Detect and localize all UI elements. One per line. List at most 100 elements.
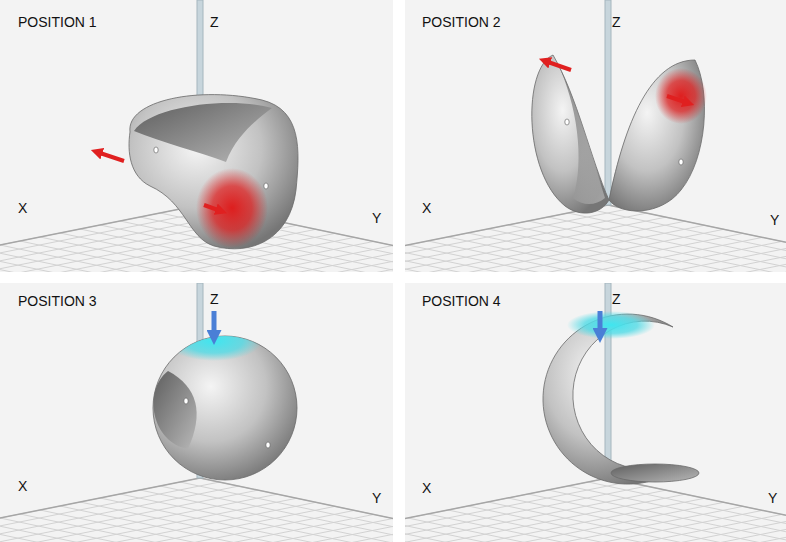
floor-grid-line bbox=[448, 510, 718, 542]
floor-grid-line bbox=[408, 518, 678, 542]
x-axis-line bbox=[0, 205, 200, 261]
motion-arrow bbox=[100, 153, 124, 161]
floor-grid-line bbox=[0, 253, 230, 272]
position-title: POSITION 1 bbox=[18, 14, 97, 30]
position-title: POSITION 2 bbox=[422, 14, 501, 30]
floor-grid-line bbox=[113, 519, 393, 542]
floor-grid-line bbox=[74, 510, 354, 542]
floor-grid-line bbox=[17, 498, 297, 542]
floor-grid-line bbox=[190, 535, 393, 542]
panel bbox=[0, 283, 393, 542]
floor-grid-line bbox=[405, 482, 627, 538]
floor-grid-line bbox=[428, 514, 698, 542]
floor-grid-line bbox=[579, 258, 786, 272]
floor-grid-line bbox=[521, 246, 786, 273]
floor-grid-line bbox=[405, 209, 627, 265]
floor-grid-line bbox=[502, 241, 782, 272]
floor-grid-line bbox=[521, 519, 786, 542]
floor-grid-line bbox=[588, 482, 786, 539]
floor-grid-line bbox=[405, 257, 618, 272]
floor-grid-line bbox=[405, 522, 658, 542]
position-title: POSITION 4 bbox=[422, 293, 501, 309]
axis-label: Y bbox=[372, 490, 381, 506]
floor-grid-line bbox=[482, 237, 762, 272]
floor-grid-line bbox=[55, 233, 335, 272]
floor-grid-line bbox=[405, 526, 638, 542]
x-axis-line bbox=[0, 478, 200, 534]
pin-hole bbox=[154, 147, 158, 153]
floor-grid-line bbox=[152, 254, 393, 272]
floor-grid-line bbox=[0, 257, 210, 272]
y-axis-line bbox=[608, 478, 786, 535]
floor-grid-line bbox=[425, 498, 705, 542]
x-axis-line bbox=[405, 478, 608, 534]
shell-opening bbox=[153, 371, 196, 449]
floor-grid-line bbox=[468, 506, 738, 542]
floor-grid-line bbox=[482, 510, 762, 542]
floor-grid-line bbox=[190, 262, 393, 272]
floor-grid-line bbox=[0, 534, 190, 542]
floor-grid-line bbox=[405, 253, 638, 272]
z-axis-bar bbox=[605, 0, 611, 205]
pin-hole bbox=[266, 442, 270, 448]
shell-left-interior bbox=[557, 62, 605, 204]
floor-grid-line bbox=[463, 506, 743, 542]
floor-grid-line bbox=[405, 261, 598, 272]
axis-label: Y bbox=[372, 210, 381, 226]
floor-grid-line bbox=[463, 233, 743, 272]
pin-hole bbox=[184, 398, 188, 404]
floor-grid-line bbox=[540, 250, 786, 272]
floor-grid-line bbox=[560, 254, 786, 272]
floor-grid-line bbox=[0, 249, 250, 272]
panel-background bbox=[0, 283, 393, 542]
panel bbox=[405, 283, 786, 542]
panel bbox=[405, 0, 786, 272]
floor-grid-line bbox=[20, 514, 290, 542]
shell-c-body bbox=[543, 314, 673, 484]
axis-label: X bbox=[422, 480, 431, 496]
floor-grid-line bbox=[502, 514, 782, 542]
floor-grid-line bbox=[113, 246, 393, 273]
floor-grid-line bbox=[0, 530, 210, 542]
floor-grid-line bbox=[405, 534, 598, 542]
shell-interior bbox=[134, 103, 272, 162]
axis-label: Z bbox=[210, 14, 219, 30]
shell-left-lobe bbox=[532, 55, 609, 213]
motion-arrow bbox=[548, 62, 571, 70]
contact-highlight bbox=[655, 68, 707, 124]
axis-label: Z bbox=[612, 14, 621, 30]
floor-grid-line bbox=[405, 221, 685, 272]
floor-grid-line bbox=[428, 241, 698, 272]
pin-hole bbox=[679, 159, 683, 165]
floor-grid-line bbox=[132, 523, 393, 542]
panel bbox=[0, 0, 393, 272]
floor-grid-line bbox=[171, 258, 393, 272]
shell-body bbox=[129, 95, 298, 249]
floor-grid-line bbox=[0, 261, 190, 272]
floor-grid-line bbox=[540, 523, 786, 542]
floor-grid-line bbox=[0, 526, 230, 542]
pressure-cap bbox=[567, 311, 655, 339]
floor-grid-line bbox=[598, 535, 786, 542]
floor-grid-line bbox=[598, 262, 786, 272]
axis-label: Y bbox=[768, 490, 777, 506]
pin-hole bbox=[264, 183, 268, 189]
floor-grid-line bbox=[0, 482, 219, 538]
floor-grid-line bbox=[94, 514, 374, 542]
floor-grid-line bbox=[579, 531, 786, 542]
panel-background bbox=[0, 0, 393, 272]
axis-label: X bbox=[422, 200, 431, 216]
motion-arrow bbox=[667, 96, 685, 102]
y-axis-line bbox=[200, 478, 393, 535]
floor-grid-line bbox=[36, 502, 316, 542]
floor-grid-line bbox=[171, 531, 393, 542]
motion-arrow bbox=[212, 311, 217, 333]
axis-label: Z bbox=[612, 291, 621, 307]
floor-grid-line bbox=[0, 518, 270, 542]
floor-grid-line bbox=[405, 530, 618, 542]
pin-hole bbox=[565, 119, 569, 125]
motion-arrow bbox=[204, 205, 218, 210]
position-title: POSITION 3 bbox=[18, 293, 97, 309]
